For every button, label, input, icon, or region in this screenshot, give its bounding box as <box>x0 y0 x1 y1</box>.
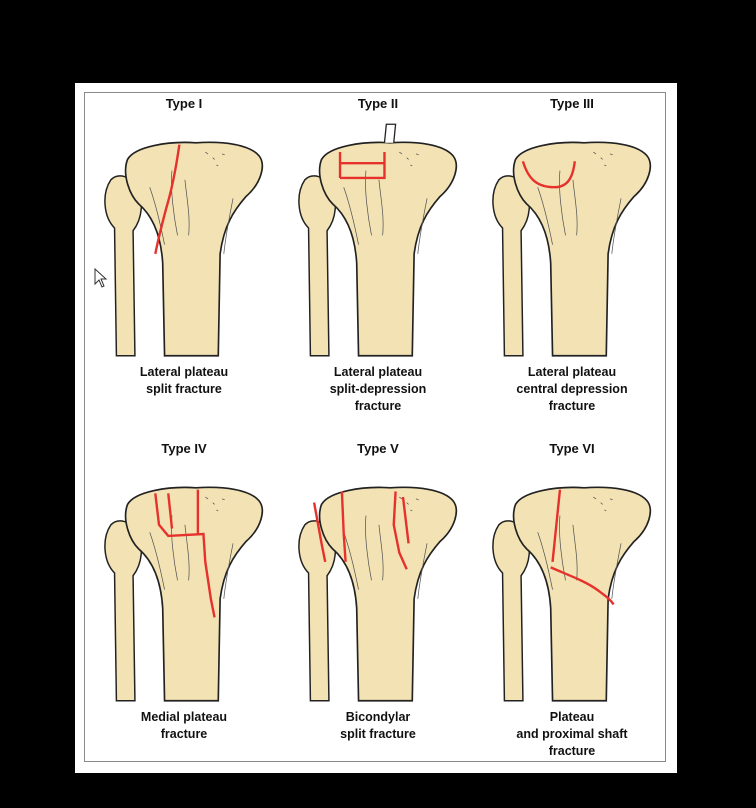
type-2-fracture-line <box>338 152 386 180</box>
type-2-illustration <box>298 123 458 357</box>
type-4-caption-line-2: fracture <box>160 727 208 741</box>
type-1-fracture-line <box>154 144 181 255</box>
type-2-fragment <box>383 123 397 143</box>
type-5-caption: Bicondylar split fracture <box>281 709 475 743</box>
type-5-fracture-line <box>312 491 410 570</box>
type-2-caption: Lateral plateau split-depression fractur… <box>281 364 475 415</box>
mouse-pointer-icon <box>94 268 108 288</box>
type-1-title: Type I <box>165 96 203 111</box>
type-2-title: Type II <box>357 96 399 111</box>
type-3-illustration <box>492 141 652 357</box>
figure-frame <box>84 92 666 762</box>
figure-panel: Type I Lateral plateau split fracture Ty… <box>75 83 677 773</box>
type-5-illustration <box>298 486 458 702</box>
type-2-caption-line-3: fracture <box>354 399 402 413</box>
type-4-illustration <box>104 486 264 702</box>
type-5-caption-line-2: split fracture <box>340 727 416 741</box>
type-4-fracture-line <box>154 489 216 618</box>
type-1-caption-line-2: split fracture <box>146 382 222 396</box>
type-3-caption-line-2: central depression <box>516 382 628 396</box>
type-2-caption-line-2: split-depression <box>329 382 427 396</box>
type-3-fracture-line <box>521 160 576 189</box>
type-3-title: Type III <box>550 96 594 111</box>
type-3-caption-line-1: Lateral plateau <box>527 365 617 379</box>
type-6-caption-line-2: and proximal shaft <box>516 727 628 741</box>
type-1-illustration <box>104 141 264 357</box>
type-4-title: Type IV <box>161 441 207 456</box>
type-5-caption-line-1: Bicondylar <box>345 710 411 724</box>
type-1-caption: Lateral plateau split fracture <box>87 364 281 398</box>
type-6-title: Type VI <box>549 441 595 456</box>
type-6-illustration <box>492 486 652 702</box>
type-6-caption: Plateau and proximal shaft fracture <box>475 709 669 760</box>
type-5-title: Type V <box>357 441 399 456</box>
type-6-caption-line-3: fracture <box>548 744 596 758</box>
type-3-caption: Lateral plateau central depression fract… <box>475 364 669 415</box>
type-4-caption-line-1: Medial plateau <box>140 710 228 724</box>
type-6-fracture-line <box>550 489 615 606</box>
type-2-caption-line-1: Lateral plateau <box>333 365 423 379</box>
type-3-caption-line-3: fracture <box>548 399 596 413</box>
type-4-caption: Medial plateau fracture <box>87 709 281 743</box>
type-6-caption-line-1: Plateau <box>549 710 595 724</box>
type-1-caption-line-1: Lateral plateau <box>139 365 229 379</box>
